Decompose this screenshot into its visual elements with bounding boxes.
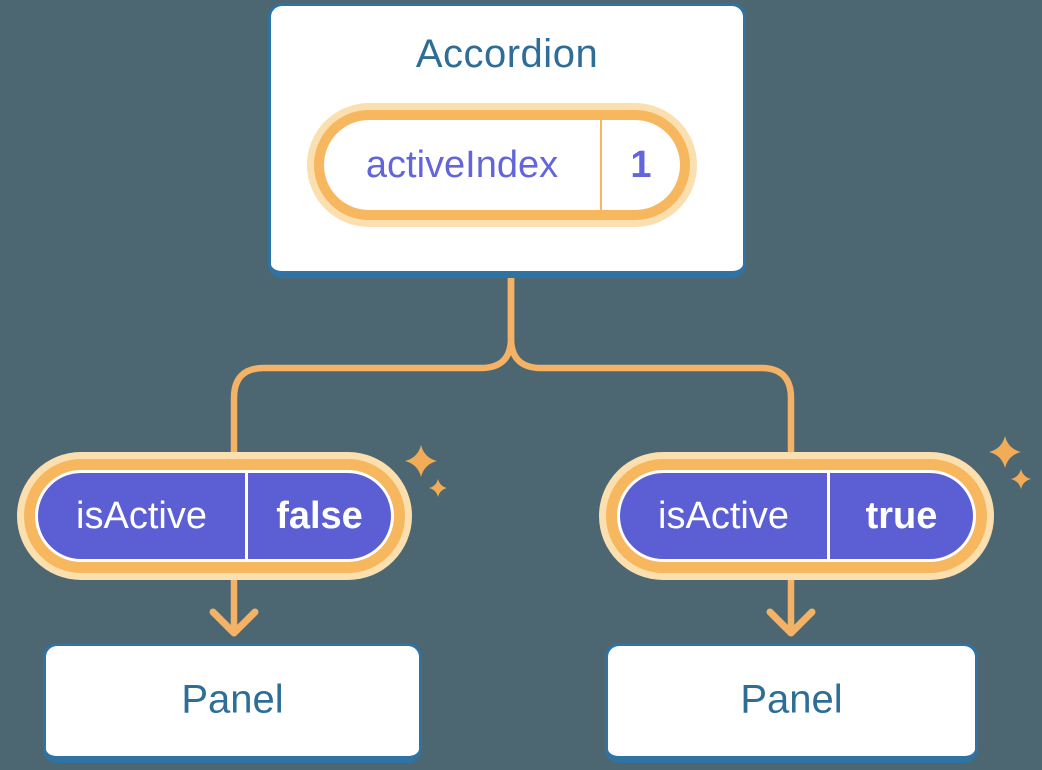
state-name: activeIndex [365,143,559,186]
connector-right [507,270,795,630]
arrowhead-right-icon [766,608,816,637]
prop-name-left: isActive [76,494,207,537]
prop-name-right: isActive [658,494,789,537]
panel-title-right: Panel [740,677,843,722]
connector-left [230,270,515,630]
prop-value-left: false [276,494,363,537]
sparkle-icon [989,436,1021,468]
accordion-title: Accordion [415,32,599,76]
prop-pill-left-divider [245,473,248,559]
panel-title-left: Panel [181,677,284,722]
sparkle-icon [1011,469,1031,489]
sparkle-icon [429,479,447,497]
panel-component-box-left: Panel [43,643,422,763]
state-pill-divider [600,120,602,210]
panel-component-box-right: Panel [605,643,978,763]
prop-pill-right-divider [827,473,830,559]
prop-pill-left: isActive false [35,470,394,562]
arrowhead-left-icon [209,608,259,637]
sparkle-icon [405,445,437,477]
prop-pill-right: isActive true [617,470,976,562]
prop-value-right: true [865,494,938,537]
state-value: 1 [630,143,652,186]
state-pill: activeIndex 1 [324,120,680,210]
